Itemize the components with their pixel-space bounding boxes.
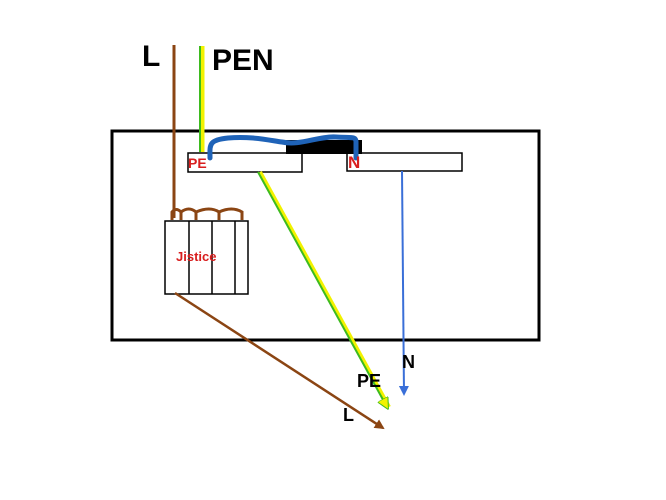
- outgoing-n-label: N: [402, 352, 415, 372]
- outgoing-pe-label: PE: [357, 371, 382, 391]
- pen-split-bridge: [207, 134, 359, 161]
- breaker-label: Jistice: [176, 249, 217, 264]
- outgoing-l-wire: [174, 291, 385, 430]
- outgoing-pe-wire-green: [257, 171, 387, 407]
- incoming-l-label: L: [142, 40, 161, 73]
- enclosure-box: [110, 129, 541, 342]
- pe-busbar-label: PE: [188, 155, 207, 171]
- n-busbar-label: N: [348, 153, 361, 172]
- breaker-jumper: [194, 207, 221, 220]
- breaker-jumper: [217, 207, 244, 220]
- outgoing-pe-wire-yellow: [258, 171, 391, 408]
- incoming-pen-label: PEN: [212, 44, 274, 77]
- breaker-block: [164, 220, 249, 295]
- n-busbar: [346, 152, 463, 172]
- pe-busbar: [187, 152, 303, 173]
- breaker-jumper: [179, 207, 198, 220]
- outgoing-l-label: L: [343, 405, 354, 425]
- outgoing-n-wire: [398, 170, 409, 396]
